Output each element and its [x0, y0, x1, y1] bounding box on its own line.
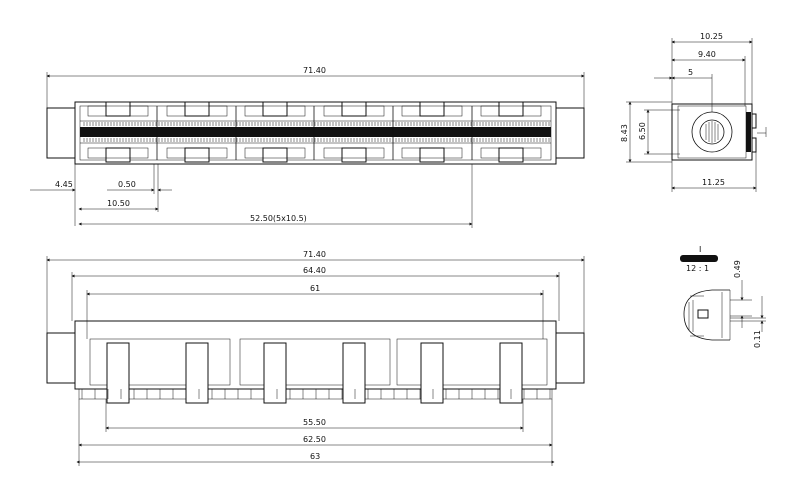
latch-tab: [498, 147, 524, 163]
detail-label: I: [699, 245, 701, 254]
dim-side-height-1: 8.43: [620, 124, 629, 142]
latch-tab: [184, 101, 210, 117]
dim-front-base: 62.50: [303, 435, 326, 444]
dim-top-pitch: 10.50: [107, 199, 130, 208]
dim-front-body: 64.40: [303, 266, 326, 275]
contact-pin: [420, 342, 444, 404]
top-view: 71.40 4.45 0.50 10.50 52.50(5x10.5): [30, 66, 585, 228]
dim-front-overall: 71.40: [303, 250, 326, 259]
dim-top-overall: 71.40: [303, 66, 326, 75]
latch-frame: [87, 147, 149, 159]
dim-front-pins: 55.50: [303, 418, 326, 427]
contact-pin: [342, 342, 366, 404]
latch-tab: [262, 147, 288, 163]
dim-top-gap: 0.50: [118, 180, 136, 189]
latch-frame: [166, 147, 228, 159]
latch-tab: [341, 101, 367, 117]
dim-side-base-width: 11.25: [702, 178, 725, 187]
latch-frame: [480, 147, 542, 159]
latch-tab: [105, 101, 131, 117]
latch-tab: [184, 147, 210, 163]
front-view: 71.40 64.40 61 55.50 62.50 63: [46, 250, 585, 466]
latch-tab: [262, 101, 288, 117]
latch-frame: [401, 147, 463, 159]
dim-side-height-2: 6.50: [638, 122, 647, 140]
latch-tab: [341, 147, 367, 163]
side-view: 10.25 9.40 5 8.43 6.50 11.25: [620, 32, 767, 192]
latch-frame: [323, 105, 385, 117]
dim-side-total-width: 10.25: [700, 32, 723, 41]
latch-tab: [498, 101, 524, 117]
latch-frame: [166, 105, 228, 117]
detail-view: I 12 : 1 0.49 0.11: [680, 245, 766, 348]
latch-tab: [419, 147, 445, 163]
latch-frame: [244, 147, 306, 159]
latch-tab: [419, 101, 445, 117]
detail-dim-b: 0.11: [753, 330, 762, 348]
dim-front-inner: 61: [310, 284, 320, 293]
dim-top-span: 52.50(5x10.5): [250, 214, 307, 223]
latch-frame: [323, 147, 385, 159]
latch-frame: [87, 105, 149, 117]
latch-frame: [244, 105, 306, 117]
detail-dim-a: 0.49: [733, 260, 742, 278]
contact-pin: [499, 342, 523, 404]
contact-pin: [106, 342, 130, 404]
dim-side-width-2: 9.40: [698, 50, 716, 59]
detail-scale: 12 : 1: [686, 264, 709, 273]
spring-hatching: [83, 122, 550, 142]
contact-pin: [185, 342, 209, 404]
contact-pin: [263, 342, 287, 404]
latch-frame: [480, 105, 542, 117]
dim-top-end-offset: 4.45: [55, 180, 73, 189]
dim-front-bottom: 63: [310, 452, 320, 461]
dim-side-width-3: 5: [688, 68, 693, 77]
latch-tab: [105, 147, 131, 163]
latch-frame: [401, 105, 463, 117]
